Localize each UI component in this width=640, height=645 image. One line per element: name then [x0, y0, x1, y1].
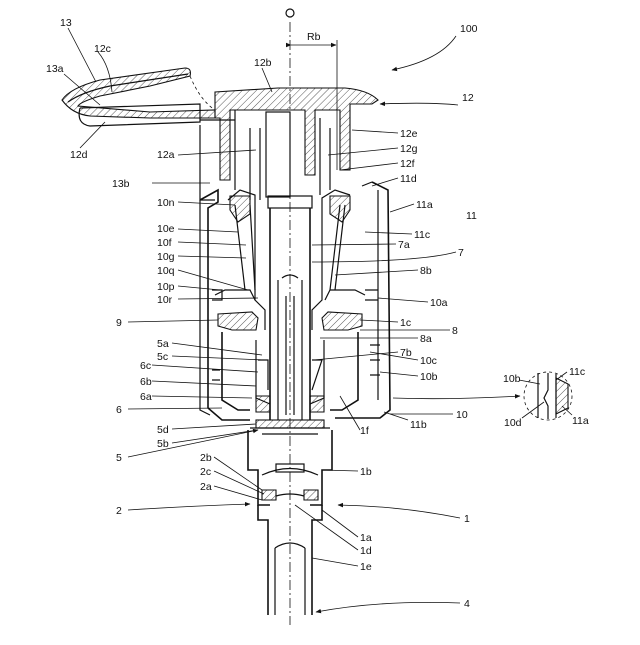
label-10n: 10n	[157, 197, 175, 209]
label-6b: 6b	[140, 376, 152, 388]
label-11b: 11b	[410, 419, 427, 431]
detail-view	[524, 372, 572, 420]
label-2: 2	[116, 505, 122, 517]
label-10f: 10f	[157, 237, 172, 249]
label-10g: 10g	[157, 251, 175, 263]
nozzle-13	[62, 68, 215, 200]
label-1e: 1e	[360, 561, 372, 573]
label-10b: 10b	[420, 371, 438, 383]
label-5d: 5d	[157, 424, 169, 436]
label-10c: 10c	[420, 355, 437, 367]
label-6c: 6c	[140, 360, 151, 372]
label-12d: 12d	[70, 149, 88, 161]
label-10q: 10q	[157, 265, 175, 277]
label-1c: 1c	[400, 317, 411, 329]
label-1a: 1a	[360, 532, 372, 544]
label-12e: 12e	[400, 128, 418, 140]
label-5a: 5a	[157, 338, 169, 350]
label-rb: Rb	[307, 31, 321, 43]
label-1: 1	[464, 513, 470, 525]
seal-9	[218, 312, 258, 330]
label-2a: 2a	[200, 481, 212, 493]
head-12	[200, 88, 378, 200]
seal-8	[322, 312, 362, 330]
label-12b: 12b	[254, 57, 272, 69]
label-5c: 5c	[157, 351, 168, 363]
label-12a: 12a	[157, 149, 175, 161]
label-100: 100	[460, 23, 478, 35]
label-6a: 6a	[140, 391, 152, 403]
label-10r: 10r	[157, 294, 173, 306]
detail-label-10d: 10d	[504, 417, 522, 429]
label-13a: 13a	[46, 63, 64, 75]
label-2b: 2b	[200, 452, 212, 464]
label-10e: 10e	[157, 223, 175, 235]
detail-label-10b: 10b	[503, 373, 521, 385]
label-4: 4	[464, 598, 470, 610]
label-7: 7	[458, 247, 464, 259]
label-12c: 12c	[94, 43, 111, 55]
label-9: 9	[116, 317, 122, 329]
label-10: 10	[456, 409, 468, 421]
label-6: 6	[116, 404, 122, 416]
label-5: 5	[116, 452, 122, 464]
label-13b: 13b	[112, 178, 130, 190]
label-10p: 10p	[157, 281, 175, 293]
top-point-marker	[286, 9, 294, 17]
label-11a: 11a	[416, 199, 433, 211]
label-11: 11	[466, 210, 477, 222]
label-8: 8	[452, 325, 458, 337]
label-10a: 10a	[430, 297, 448, 309]
label-2c: 2c	[200, 466, 211, 478]
label-5b: 5b	[157, 438, 169, 450]
label-12: 12	[462, 92, 474, 104]
label-1d: 1d	[360, 545, 372, 557]
detail-label-11a: 11a	[572, 415, 589, 427]
label-12f: 12f	[400, 158, 415, 170]
label-12g: 12g	[400, 143, 418, 155]
label-13: 13	[60, 17, 72, 29]
label-1f: 1f	[360, 425, 369, 437]
label-11d: 11d	[400, 173, 417, 185]
label-7b: 7b	[400, 347, 412, 359]
label-11c: 11c	[414, 229, 430, 241]
label-8b: 8b	[420, 265, 432, 277]
label-1b: 1b	[360, 466, 372, 478]
detail-label-11c: 11c	[569, 366, 585, 378]
label-8a: 8a	[420, 333, 432, 345]
label-7a: 7a	[398, 239, 410, 251]
